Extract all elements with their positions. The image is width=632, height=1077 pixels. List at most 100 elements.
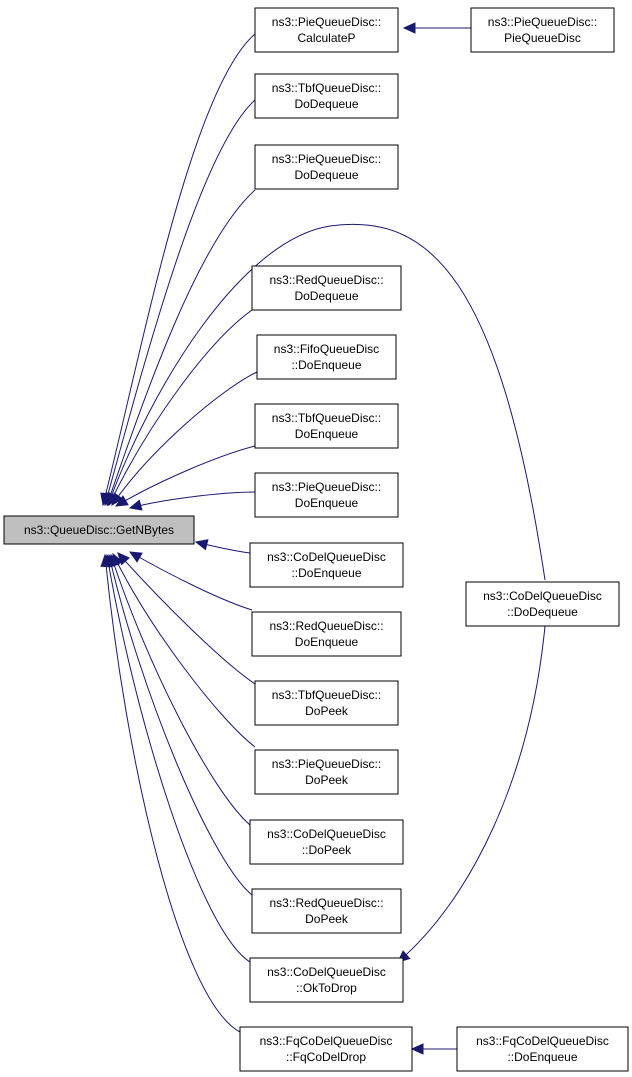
- node-box: [254, 472, 399, 518]
- node-label-line: ns3::PieQueueDisc::: [272, 480, 381, 494]
- node-label-line: DoEnqueue: [295, 635, 359, 649]
- node-label-line: ::OkToDrop: [296, 981, 357, 995]
- arrowhead: [128, 551, 143, 563]
- node-label-line: ns3::PieQueueDisc::: [272, 15, 381, 29]
- edges: [100, 22, 546, 1055]
- node-label-line: ns3::CoDelQueueDisc: [267, 827, 386, 841]
- node-pie-ctor[interactable]: ns3::PieQueueDisc::PieQueueDisc: [470, 7, 615, 53]
- node-box: [256, 334, 397, 380]
- node-box: [239, 1026, 413, 1072]
- edge-line: [106, 554, 251, 963]
- node-label-line: DoPeek: [305, 704, 349, 718]
- node-label-line: DoPeek: [305, 773, 349, 787]
- edge-line: [108, 309, 253, 506]
- node-red-deq[interactable]: ns3::RedQueueDisc::DoDequeue: [251, 265, 402, 311]
- node-box: [254, 7, 399, 53]
- node-pie-enq[interactable]: ns3::PieQueueDisc::DoEnqueue: [254, 472, 399, 518]
- arrowhead: [402, 22, 416, 34]
- edge-codel_deq-to-codel_oktodrop: [397, 625, 546, 963]
- node-label-line: ns3::FifoQueueDisc: [274, 342, 379, 356]
- node-codel-peek[interactable]: ns3::CoDelQueueDisc::DoPeek: [249, 819, 404, 865]
- node-label-line: ::DoPeek: [302, 843, 352, 857]
- node-box: [254, 403, 399, 449]
- node-label-line: DoEnqueue: [295, 496, 359, 510]
- node-label-line: ns3::PieQueueDisc::: [488, 15, 597, 29]
- node-label-line: ns3::CoDelQueueDisc: [267, 550, 386, 564]
- arrowhead: [410, 1043, 424, 1055]
- node-label-line: DoDequeue: [294, 97, 358, 111]
- edge-line: [129, 551, 253, 611]
- node-pie-calcp[interactable]: ns3::PieQueueDisc::CalculateP: [254, 7, 399, 53]
- edge-fqcodel_drop-to-root: [100, 553, 241, 1033]
- edge-pie_ctor-to-pie_calcp: [402, 22, 471, 34]
- edge-tbf_peek-to-root: [117, 552, 256, 685]
- node-box: [249, 819, 404, 865]
- edge-codel_enq-to-root: [194, 539, 251, 554]
- edge-line: [102, 33, 256, 506]
- arrowhead: [128, 499, 143, 511]
- edge-line: [107, 223, 546, 581]
- edge-line: [104, 99, 256, 506]
- edge-pie_enq-to-root: [128, 491, 256, 511]
- node-label-line: CalculateP: [297, 31, 355, 45]
- node-box: [251, 888, 402, 934]
- node-tbf-enq[interactable]: ns3::TbfQueueDisc::DoEnqueue: [254, 403, 399, 449]
- node-label-line: PieQueueDisc: [504, 31, 581, 45]
- node-label-line: ::DoEnqueue: [291, 566, 361, 580]
- node-codel-enq[interactable]: ns3::CoDelQueueDisc::DoEnqueue: [249, 542, 404, 588]
- node-label-line: DoDequeue: [294, 289, 358, 303]
- edge-line: [111, 371, 258, 506]
- edge-line: [108, 554, 253, 896]
- node-label-line: ns3::RedQueueDisc::: [269, 619, 383, 633]
- node-red-peek[interactable]: ns3::RedQueueDisc::DoPeek: [251, 888, 402, 934]
- node-label-line: ::DoDequeue: [507, 605, 578, 619]
- node-box: [465, 581, 620, 627]
- edge-line: [129, 491, 256, 509]
- node-label-line: ns3::PieQueueDisc::: [272, 152, 381, 166]
- arrowhead: [111, 492, 124, 506]
- node-label-line: ns3::RedQueueDisc::: [269, 896, 383, 910]
- node-label-line: ns3::PieQueueDisc::: [272, 757, 381, 771]
- node-codel-deq[interactable]: ns3::CoDelQueueDisc::DoDequeue: [465, 581, 620, 627]
- edge-pie_peek-to-root: [112, 552, 256, 748]
- node-label-line: ns3::CoDelQueueDisc: [483, 589, 602, 603]
- node-pie-deq[interactable]: ns3::PieQueueDisc::DoDequeue: [254, 144, 399, 190]
- node-fqcodel-drop[interactable]: ns3::FqCoDelQueueDisc::FqCoDelDrop: [239, 1026, 413, 1072]
- node-tbf-deq[interactable]: ns3::TbfQueueDisc::DoDequeue: [254, 73, 399, 119]
- node-box: [254, 144, 399, 190]
- nodes: ns3::QueueDisc::GetNBytesns3::PieQueueDi…: [3, 7, 629, 1072]
- node-label-line: ns3::CoDelQueueDisc: [267, 965, 386, 979]
- node-fifo-enq[interactable]: ns3::FifoQueueDisc::DoEnqueue: [256, 334, 397, 380]
- node-pie-peek[interactable]: ns3::PieQueueDisc::DoPeek: [254, 749, 399, 795]
- edge-red_enq-to-root: [128, 551, 253, 611]
- node-label-line: ns3::TbfQueueDisc::: [272, 81, 381, 95]
- node-box: [254, 749, 399, 795]
- node-box: [470, 7, 615, 53]
- node-tbf-peek[interactable]: ns3::TbfQueueDisc::DoPeek: [254, 680, 399, 726]
- edge-line: [397, 625, 546, 963]
- node-box: [456, 1026, 629, 1072]
- edge-red_deq-to-root: [108, 309, 253, 507]
- node-fqcodel-enq[interactable]: ns3::FqCoDelQueueDisc::DoEnqueue: [456, 1026, 629, 1072]
- edge-line: [104, 554, 241, 1033]
- arrowhead: [100, 553, 112, 568]
- node-red-enq[interactable]: ns3::RedQueueDisc::DoEnqueue: [251, 611, 402, 657]
- node-codel-oktodrop[interactable]: ns3::CoDelQueueDisc::OkToDrop: [249, 957, 404, 1003]
- node-label-line: ns3::TbfQueueDisc::: [272, 688, 381, 702]
- node-label-line: DoEnqueue: [295, 427, 359, 441]
- node-root[interactable]: ns3::QueueDisc::GetNBytes: [3, 515, 195, 545]
- edge-tbf_deq-to-root: [102, 99, 256, 507]
- node-label-line: ::DoEnqueue: [291, 358, 361, 372]
- arrowhead: [194, 539, 209, 551]
- arrowhead: [114, 495, 129, 507]
- node-box: [254, 73, 399, 119]
- edge-line: [106, 189, 256, 506]
- edge-pie_deq-to-root: [105, 189, 256, 507]
- edge-line: [115, 445, 256, 507]
- node-box: [249, 957, 404, 1003]
- node-label-line: ns3::RedQueueDisc::: [269, 273, 383, 287]
- edge-codel_oktodrop-to-root: [103, 553, 251, 963]
- node-label-line: DoDequeue: [294, 168, 358, 182]
- node-label-line: DoPeek: [305, 912, 349, 926]
